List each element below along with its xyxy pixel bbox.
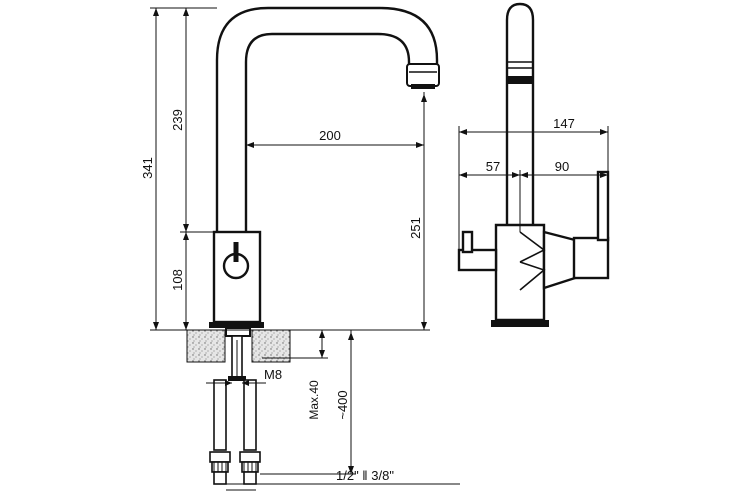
dim-max-deck: Max.40	[307, 380, 321, 420]
dim-side-left-width: 57	[486, 159, 500, 174]
base-plate	[209, 322, 264, 328]
front-dimensions	[150, 7, 460, 491]
side-dimensions	[458, 126, 609, 250]
dim-connection: 1/2" ‖ 3/8"	[336, 468, 394, 483]
deck-right	[251, 329, 291, 363]
dim-body-height: 108	[170, 269, 185, 291]
front-view	[186, 6, 440, 485]
side-aux-lever	[457, 248, 498, 272]
side-base-plate	[491, 320, 549, 327]
dim-spout-reach: 200	[319, 128, 341, 143]
dim-thread: M8	[264, 367, 282, 382]
side-lever-housing	[572, 236, 610, 280]
side-view	[457, 2, 610, 327]
side-lever-handle	[596, 170, 610, 242]
supply-hoses	[209, 379, 261, 485]
dim-spout-height: 239	[170, 109, 185, 131]
dim-total-height: 341	[140, 157, 155, 179]
spout-outline	[215, 6, 439, 232]
side-spout	[505, 2, 535, 232]
dim-hose-length: ~400	[335, 390, 350, 419]
dim-side-total-width: 147	[553, 116, 575, 131]
dim-spout-clearance: 251	[408, 217, 423, 239]
deck-left	[186, 329, 226, 363]
side-body	[494, 223, 546, 322]
dim-side-right-width: 90	[555, 159, 569, 174]
aerator	[406, 63, 440, 87]
spout-inner-outline	[244, 32, 411, 232]
